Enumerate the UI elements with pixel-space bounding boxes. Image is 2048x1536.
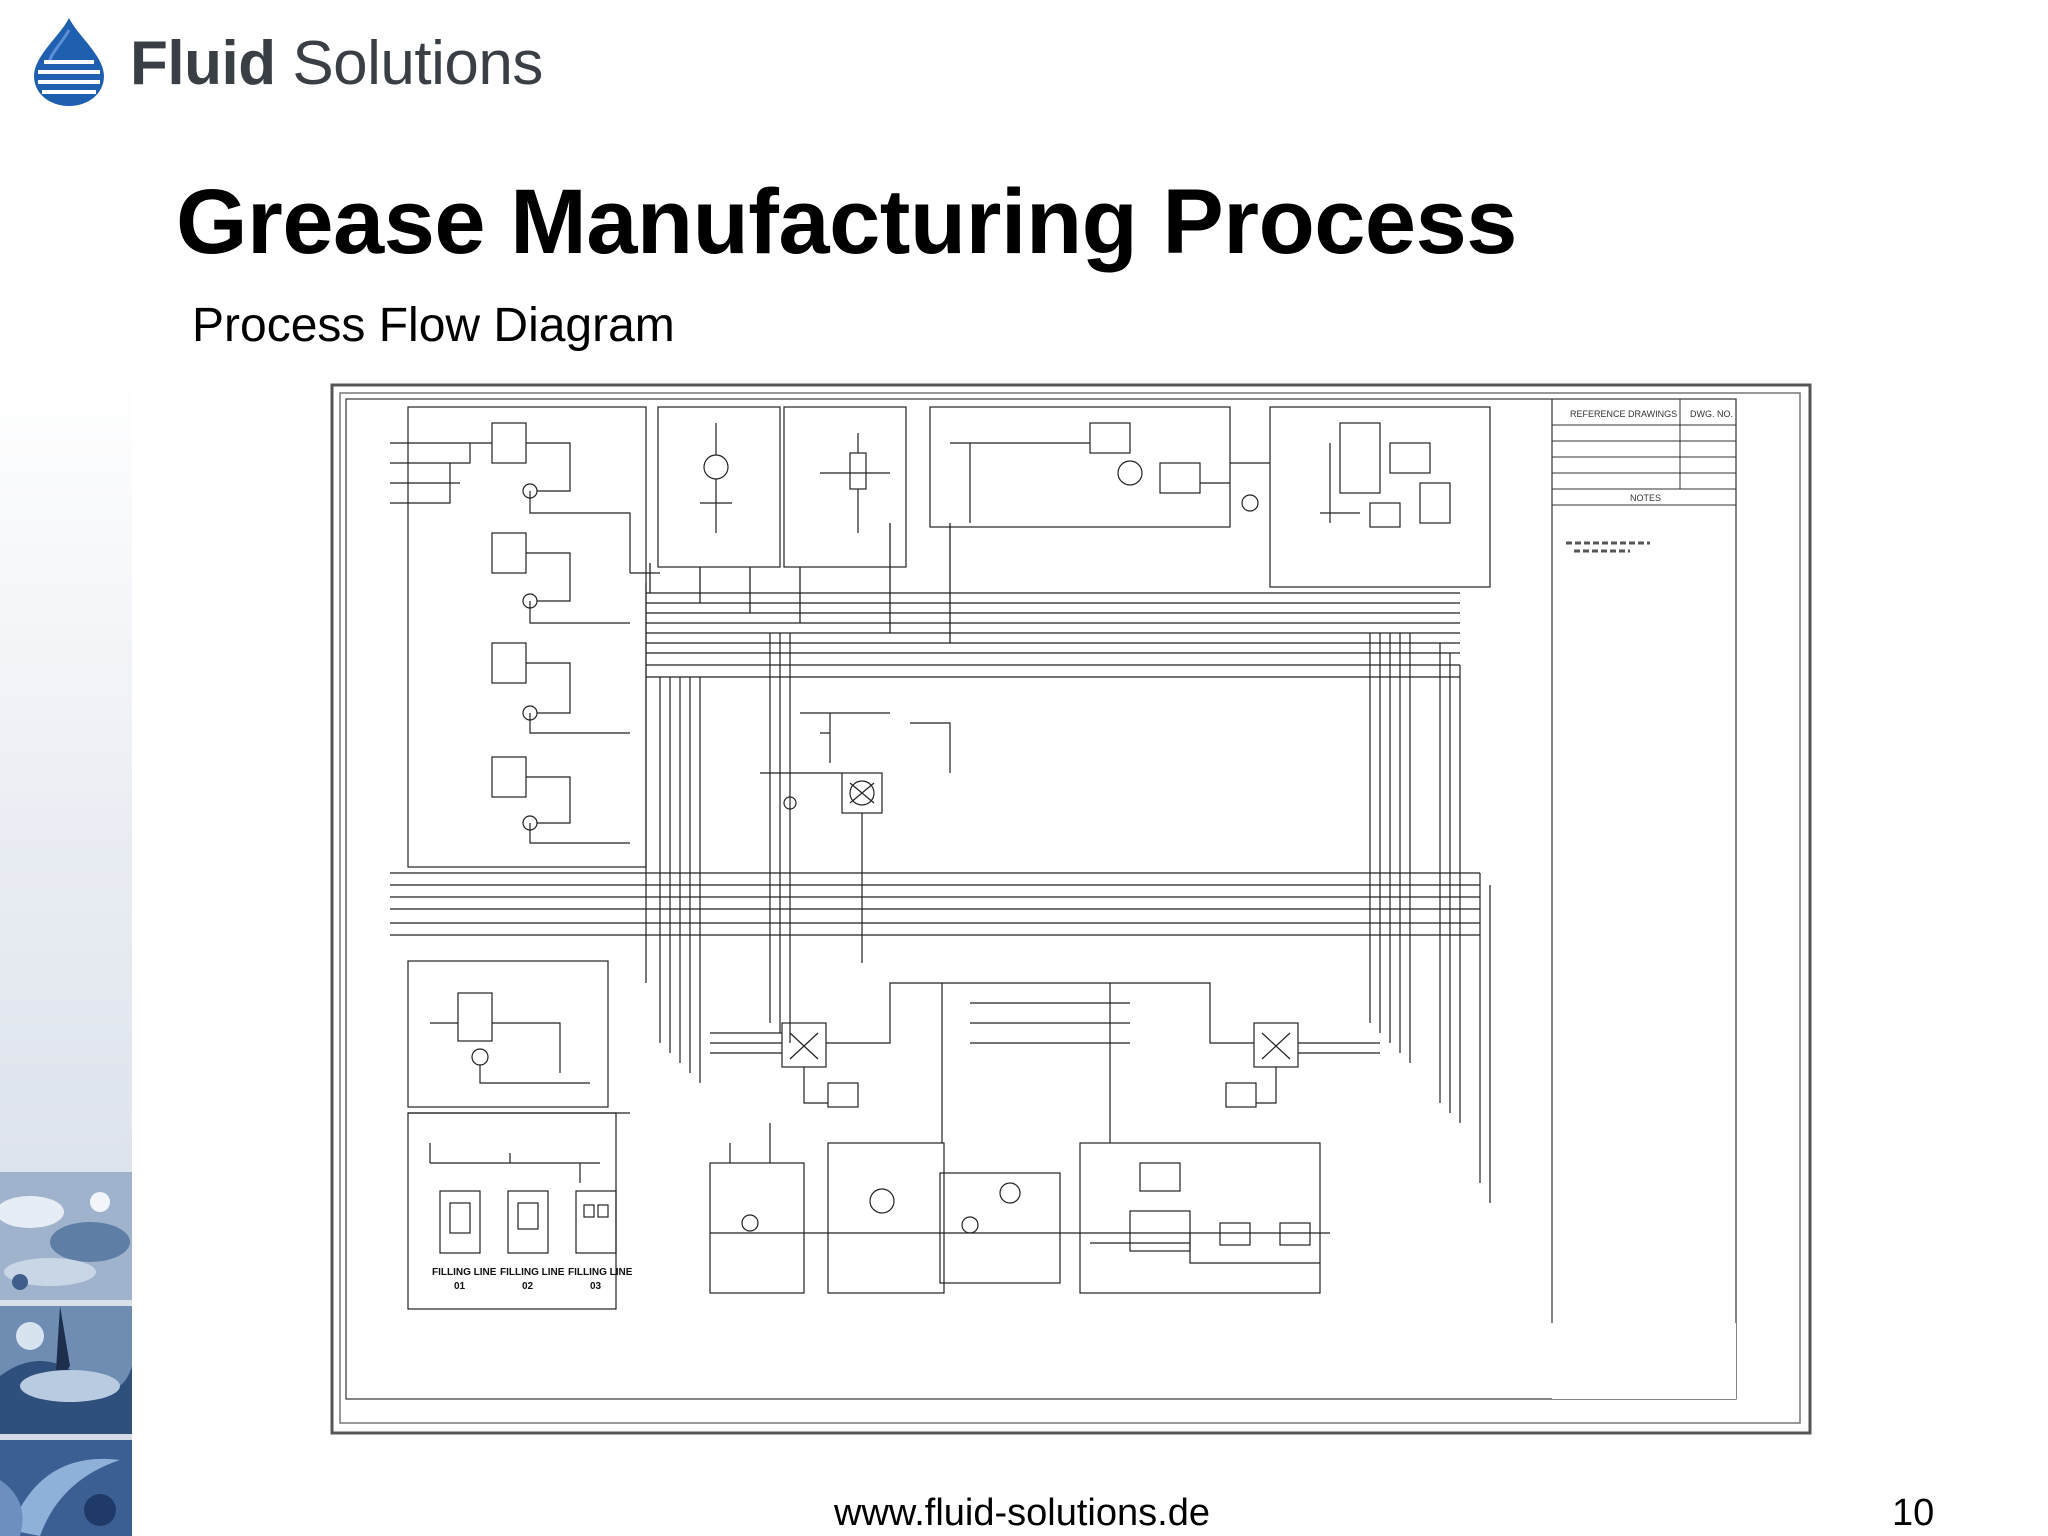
oil-tank-section xyxy=(407,960,609,1108)
lower-reactors xyxy=(710,982,1380,1143)
footer-website-url[interactable]: www.fluid-solutions.de xyxy=(834,1492,1210,1534)
central-reactor xyxy=(760,712,951,963)
slide-title: Grease Manufacturing Process xyxy=(176,171,1517,273)
dwg-no-label: DWG. NO. xyxy=(1690,409,1733,419)
heating-system-section xyxy=(929,406,1491,588)
reference-drawings-label: REFERENCE DRAWINGS xyxy=(1570,409,1677,419)
notes-label: NOTES xyxy=(1630,493,1661,503)
additive-dosing-section xyxy=(657,406,907,568)
logo-text-light: Solutions xyxy=(292,29,543,98)
header-pipelines xyxy=(390,523,1480,936)
filling-line-3-label: FILLING LINE xyxy=(568,1267,633,1278)
water-photo-1 xyxy=(0,1172,132,1300)
milling-deaeration-section xyxy=(709,1123,1330,1294)
title-block: REFERENCE DRAWINGS DWG. NO. NOTES xyxy=(1551,399,1736,1323)
slide-subtitle: Process Flow Diagram xyxy=(192,299,675,352)
water-drop-icon xyxy=(34,18,104,106)
logo-text-bold: Fluid xyxy=(130,29,276,98)
filling-line-2-number: 02 xyxy=(522,1281,534,1292)
vertical-transfer-lines xyxy=(659,633,1491,1203)
page-number: 10 xyxy=(1892,1492,1935,1534)
fluid-solutions-logo: Fluid Solutions xyxy=(30,18,550,108)
water-photo-2 xyxy=(0,1306,132,1434)
filling-lines-section xyxy=(407,1112,630,1310)
raw-material-feed-section xyxy=(390,406,660,983)
filling-line-2-label: FILLING LINE xyxy=(500,1267,565,1278)
water-photo-3 xyxy=(0,1440,132,1536)
filling-line-1-number: 01 xyxy=(454,1281,466,1292)
process-flow-diagram: REFERENCE DRAWINGS DWG. NO. NOTES xyxy=(330,383,1812,1435)
filling-line-3-number: 03 xyxy=(590,1281,602,1292)
filling-line-1-label: FILLING LINE xyxy=(432,1267,497,1278)
